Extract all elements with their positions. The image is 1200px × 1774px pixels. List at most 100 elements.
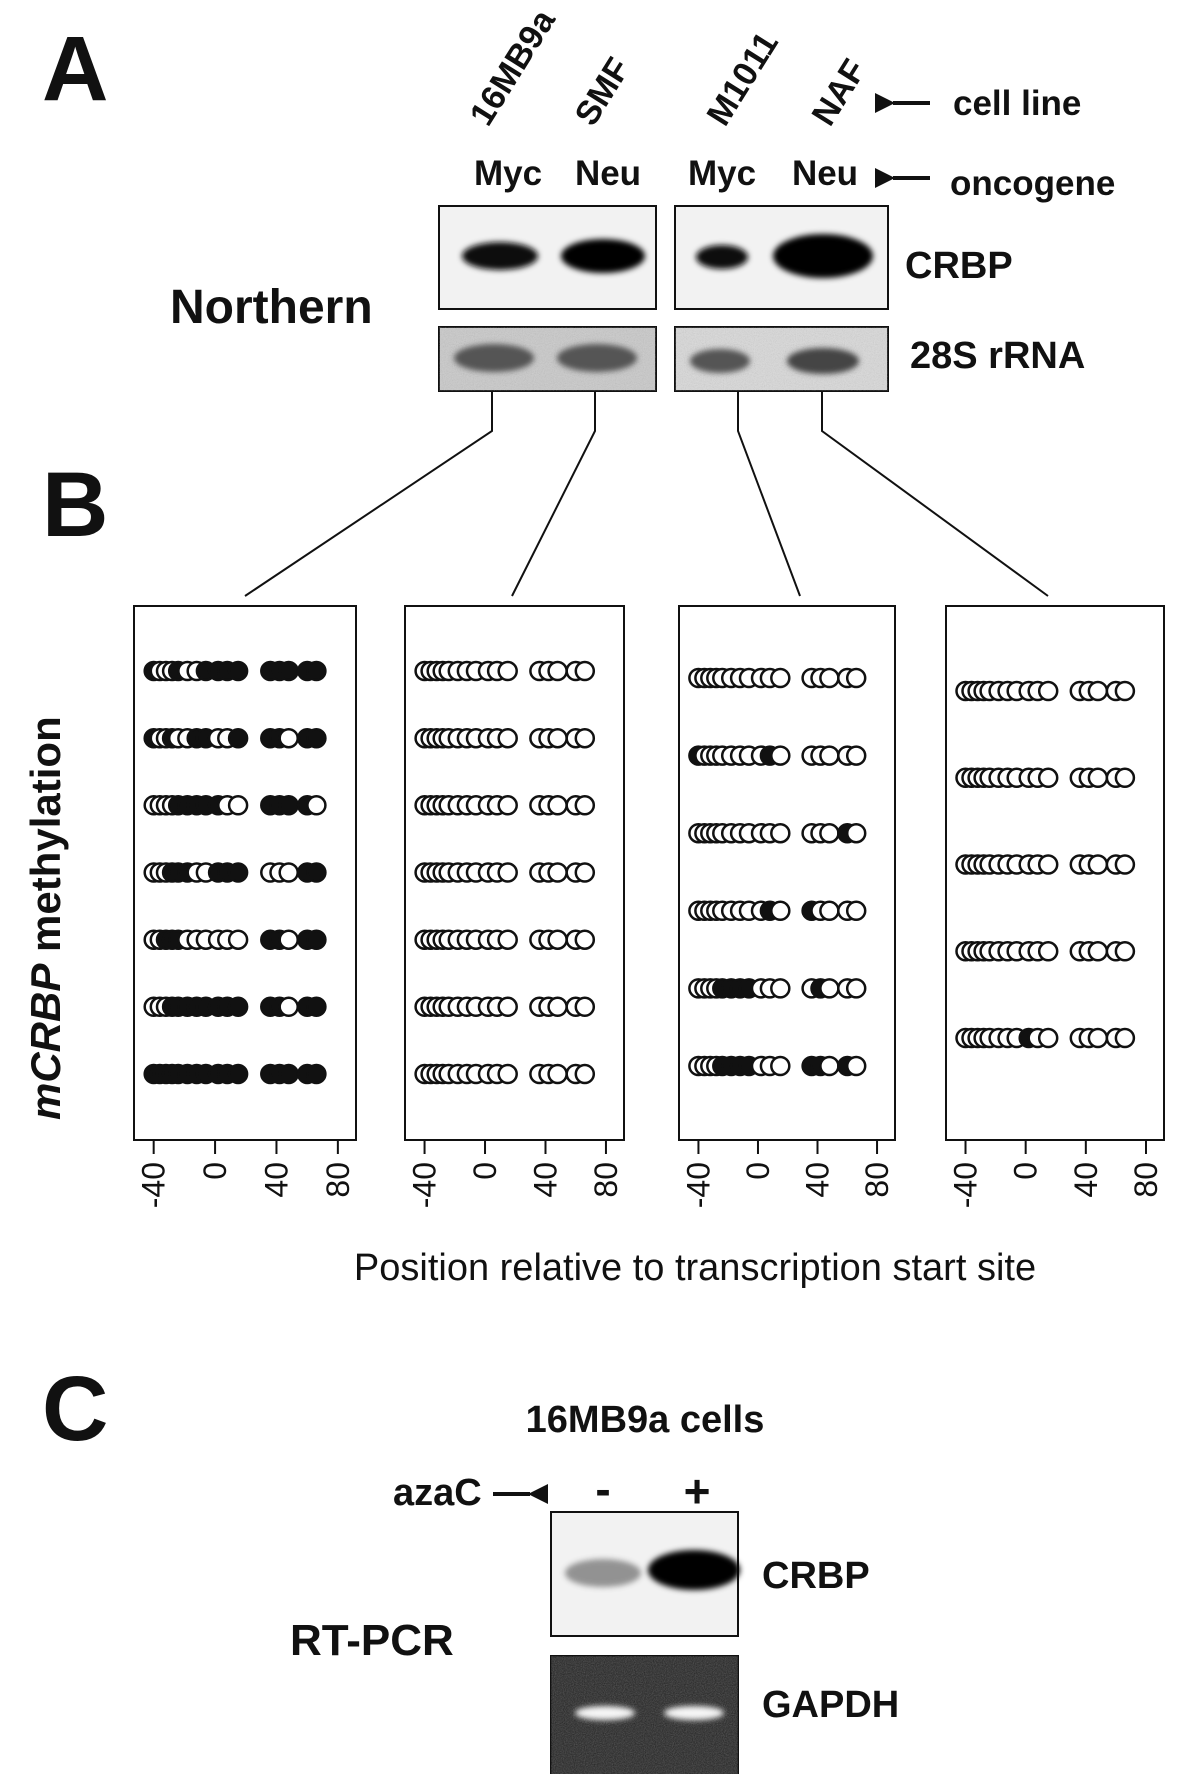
crbp-band-naf <box>773 234 873 278</box>
cpg-unmethylated <box>547 929 568 950</box>
x-axis-label: Position relative to transcription start… <box>354 1247 1036 1289</box>
cpg-unmethylated <box>845 667 867 689</box>
cpg-unmethylated <box>1114 941 1136 962</box>
blot-label-28s: 28S rRNA <box>910 335 1085 377</box>
lane-label-minus: - <box>595 1463 610 1515</box>
cpg-methylated <box>227 727 249 749</box>
rrna-band-naf <box>787 348 859 374</box>
x-tick-label: -40 <box>407 1162 443 1208</box>
oncogene-label-2: Neu <box>575 154 641 193</box>
rtpcr-crbp-band-minus <box>565 1559 641 1587</box>
cpg-methylated <box>306 660 327 682</box>
cell-line-label-1: 16MB9a <box>463 2 564 132</box>
cpg-unmethylated <box>819 900 840 922</box>
cpg-unmethylated <box>1037 941 1059 962</box>
cpg-unmethylated <box>278 929 299 950</box>
cpg-unmethylated <box>547 660 568 682</box>
cpg-unmethylated <box>770 667 791 689</box>
crbp-band-smf <box>561 239 645 273</box>
cpg-unmethylated <box>770 978 791 999</box>
cpg-unmethylated <box>819 1055 840 1077</box>
cpg-unmethylated <box>845 978 867 999</box>
cpg-unmethylated <box>547 1063 568 1085</box>
cpg-methylated <box>306 727 327 749</box>
cpg-unmethylated <box>574 929 596 950</box>
lane-label-plus: + <box>684 1465 711 1517</box>
rtpcr-crbp-band-plus <box>648 1550 740 1590</box>
y-axis-label: mCRBP methylation <box>22 716 69 1120</box>
cpg-unmethylated <box>845 745 867 766</box>
x-tick-label: 0 <box>197 1162 233 1180</box>
gapdh-band-minus <box>575 1706 635 1720</box>
cpg-unmethylated <box>547 996 568 1018</box>
cpg-unmethylated <box>1087 680 1109 702</box>
cpg-unmethylated <box>770 745 791 766</box>
cpg-methylated <box>306 862 327 883</box>
x-tick-label: 80 <box>320 1162 356 1198</box>
cpg-unmethylated <box>278 727 299 749</box>
rtpcr-crbp-blot <box>550 1511 740 1637</box>
cpg-unmethylated <box>497 660 518 682</box>
oncogene-label-4: Neu <box>792 154 858 193</box>
x-tick-label: 80 <box>1128 1162 1164 1198</box>
cpg-methylated <box>306 929 327 950</box>
x-tick-label: 0 <box>740 1162 776 1180</box>
cpg-unmethylated <box>1037 1027 1059 1049</box>
cpg-methylated <box>227 996 249 1018</box>
oncogene-label-3: Myc <box>688 154 756 193</box>
cpg-unmethylated <box>770 900 791 922</box>
cpg-methylated <box>227 660 249 682</box>
cpg-unmethylated <box>547 727 568 749</box>
cpg-unmethylated <box>574 996 596 1018</box>
cpg-unmethylated <box>574 660 596 682</box>
cpg-unmethylated <box>1087 941 1109 962</box>
rrna-band-m1011 <box>690 349 750 373</box>
x-tick-label: -40 <box>136 1162 172 1208</box>
oncogene-labels: Myc Neu Myc Neu <box>474 154 858 193</box>
x-tick-label: 40 <box>528 1162 564 1198</box>
blot-label-crbp-c: CRBP <box>762 1555 870 1597</box>
cpg-unmethylated <box>497 862 518 883</box>
cpg-unmethylated <box>1037 767 1059 789</box>
cpg-methylated <box>306 996 327 1018</box>
cpg-unmethylated <box>497 929 518 950</box>
cpg-unmethylated <box>547 862 568 883</box>
cpg-unmethylated <box>547 795 568 816</box>
cpg-unmethylated <box>574 795 596 816</box>
x-tick-label: 80 <box>859 1162 895 1198</box>
cpg-unmethylated <box>1087 1027 1109 1049</box>
methylation-plot-frame <box>678 605 896 1141</box>
x-tick-label: 40 <box>800 1162 836 1198</box>
treatment-label: azaC <box>393 1472 482 1514</box>
cpg-methylated <box>306 1063 327 1085</box>
rt-pcr-label: RT-PCR <box>290 1616 454 1665</box>
x-tick-label: 80 <box>588 1162 624 1198</box>
cpg-methylated <box>278 660 299 682</box>
x-tick-label: 0 <box>467 1162 503 1180</box>
methylation-plot-frame <box>404 605 625 1141</box>
methylation-plot-frame <box>945 605 1165 1141</box>
crbp-band-m1011 <box>696 245 748 269</box>
cpg-methylated <box>227 862 249 883</box>
rrna-band-smf <box>557 344 637 372</box>
cpg-unmethylated <box>819 745 840 766</box>
x-tick-label: -40 <box>948 1162 984 1208</box>
blot-label-gapdh: GAPDH <box>762 1684 899 1726</box>
crbp-band-16mb9a <box>462 242 538 270</box>
northern-28s-blot <box>438 326 889 392</box>
cpg-unmethylated <box>1114 767 1136 789</box>
cpg-unmethylated <box>574 862 596 883</box>
x-tick-label: -40 <box>680 1162 716 1208</box>
cpg-unmethylated <box>1087 767 1109 789</box>
panel-c-letter: C <box>42 1358 108 1460</box>
x-tick-label: 0 <box>1008 1162 1044 1180</box>
cpg-unmethylated <box>227 929 249 950</box>
oncogene-label-1: Myc <box>474 154 542 193</box>
gapdh-band-plus <box>664 1706 724 1720</box>
blot-label-crbp-a: CRBP <box>905 245 1013 287</box>
rrna-band-16mb9a <box>454 344 534 372</box>
cpg-unmethylated <box>227 795 249 816</box>
cell-line-label-2: SMF <box>568 51 638 132</box>
